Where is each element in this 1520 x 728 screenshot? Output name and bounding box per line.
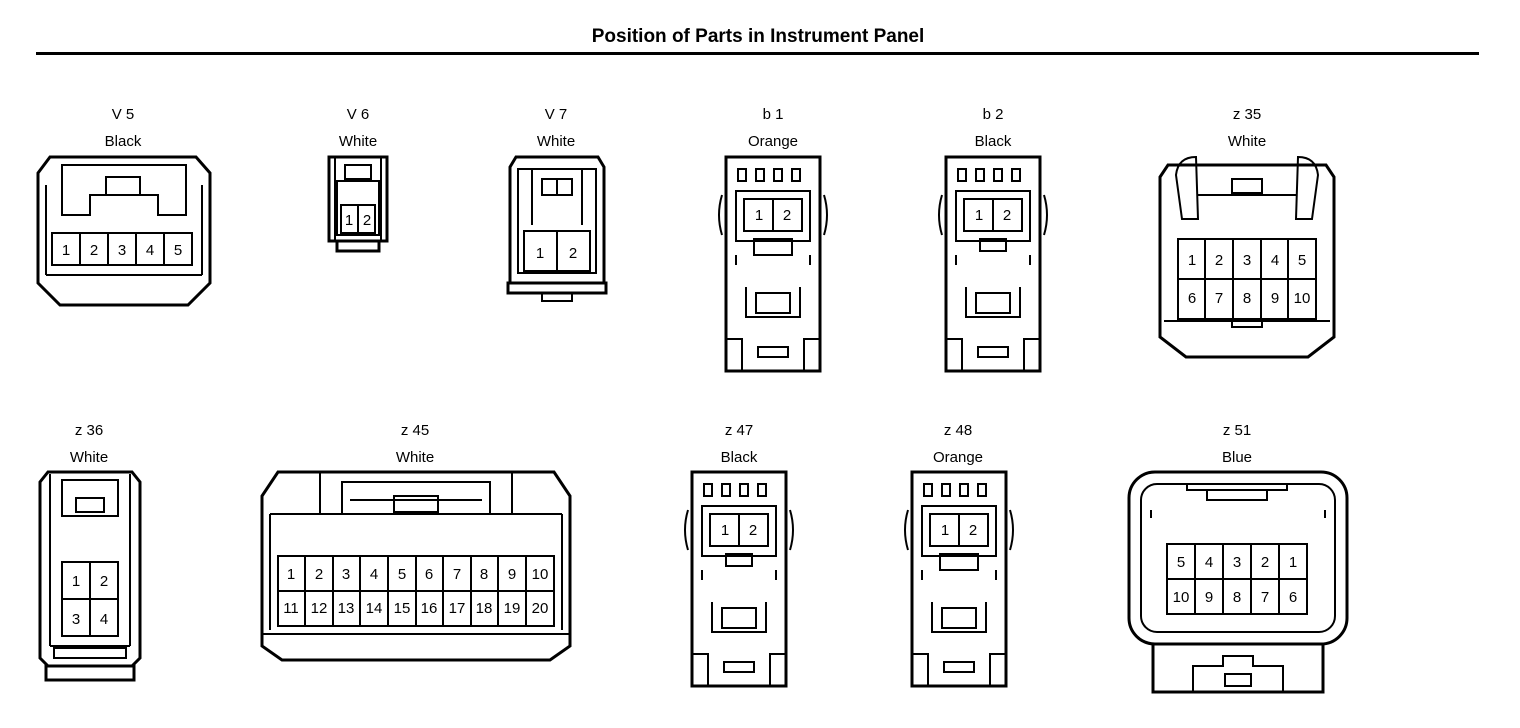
connector-v5-diagram: 1 2 3 4 5 <box>36 155 212 307</box>
pin-label: 3 <box>72 611 80 628</box>
pin-label: 1 <box>345 212 353 229</box>
pin-label: 2 <box>969 522 977 539</box>
connector-color: White <box>395 449 435 466</box>
connector-z47-diagram: 1 2 <box>684 470 794 688</box>
pin-label: 8 <box>1233 589 1241 606</box>
pin-label: 2 <box>1215 252 1223 269</box>
pin-label: 3 <box>342 566 350 583</box>
connector-color: White <box>69 449 109 466</box>
connector-color: Black <box>104 133 142 150</box>
pin-label: 19 <box>504 600 521 617</box>
pin-label: 1 <box>755 207 763 224</box>
pin-label: 5 <box>1298 252 1306 269</box>
connector-v6-diagram: 1 2 <box>327 155 389 253</box>
connector-id: b 1 <box>762 106 784 123</box>
pin-label: 9 <box>1205 589 1213 606</box>
pin-label: 2 <box>100 573 108 590</box>
pin-label: 8 <box>480 566 488 583</box>
pin-label: 2 <box>363 212 371 229</box>
connector-id: z 36 <box>74 422 104 439</box>
pin-label: 5 <box>1177 554 1185 571</box>
pin-label: 2 <box>1003 207 1011 224</box>
connector-id: b 2 <box>982 106 1004 123</box>
connector-id: z 47 <box>724 422 754 439</box>
connector-color: Orange <box>747 133 799 150</box>
connector-z45-diagram: 1 2 3 4 5 6 7 8 9 10 11 12 13 14 15 16 1… <box>260 470 572 662</box>
pin-label: 4 <box>100 611 108 628</box>
connector-b2-diagram: 1 2 <box>938 155 1048 373</box>
connector-id: z 45 <box>400 422 430 439</box>
pin-label: 4 <box>1205 554 1213 571</box>
pin-label: 1 <box>536 245 544 262</box>
pin-label: 7 <box>1261 589 1269 606</box>
pin-label: 4 <box>370 566 378 583</box>
connector-color: Black <box>720 449 758 466</box>
pin-label: 5 <box>174 242 182 259</box>
pin-label: 17 <box>449 600 466 617</box>
connector-color: Black <box>974 133 1012 150</box>
connector-color: White <box>338 133 378 150</box>
pin-label: 7 <box>1215 290 1223 307</box>
pin-label: 2 <box>315 566 323 583</box>
pin-label: 1 <box>721 522 729 539</box>
pin-label: 3 <box>1243 252 1251 269</box>
pin-label: 6 <box>1289 589 1297 606</box>
pin-label: 5 <box>398 566 406 583</box>
pin-label: 2 <box>783 207 791 224</box>
pin-label: 12 <box>311 600 328 617</box>
connector-color: Blue <box>1221 449 1253 466</box>
connector-id: V 6 <box>346 106 370 123</box>
connector-id: z 48 <box>943 422 973 439</box>
connector-color: White <box>536 133 576 150</box>
pin-label: 6 <box>425 566 433 583</box>
connector-z36-diagram: 1 2 3 4 <box>38 470 142 682</box>
pin-label: 2 <box>90 242 98 259</box>
pin-label: 2 <box>569 245 577 262</box>
pin-label: 1 <box>72 573 80 590</box>
pin-label: 2 <box>749 522 757 539</box>
pin-label: 9 <box>508 566 516 583</box>
pin-label: 1 <box>287 566 295 583</box>
pin-label: 8 <box>1243 290 1251 307</box>
pin-label: 3 <box>1233 554 1241 571</box>
pin-label: 7 <box>453 566 461 583</box>
pin-label: 6 <box>1188 290 1196 307</box>
pin-label: 4 <box>1271 252 1279 269</box>
pin-label: 2 <box>1261 554 1269 571</box>
pin-label: 1 <box>941 522 949 539</box>
connector-z35-diagram: 1 2 3 4 5 6 7 8 9 10 <box>1158 155 1336 359</box>
pin-label: 1 <box>62 242 70 259</box>
pin-label: 10 <box>1173 589 1190 606</box>
pin-label: 13 <box>338 600 355 617</box>
connector-id: V 5 <box>111 106 135 123</box>
pin-label: 11 <box>283 600 299 617</box>
connector-z51-diagram: 5 4 3 2 1 10 9 8 7 6 <box>1127 470 1349 694</box>
connector-color: White <box>1227 133 1267 150</box>
pin-label: 3 <box>118 242 126 259</box>
connector-id: z 35 <box>1232 106 1262 123</box>
pin-label: 9 <box>1271 290 1279 307</box>
connector-color: Orange <box>932 449 984 466</box>
connector-b1-diagram: 1 2 <box>718 155 828 373</box>
connector-id: z 51 <box>1222 422 1252 439</box>
connector-id: V 7 <box>544 106 568 123</box>
pin-label: 10 <box>532 566 549 583</box>
pin-label: 4 <box>146 242 154 259</box>
pin-label: 15 <box>394 600 411 617</box>
pin-label: 1 <box>1289 554 1297 571</box>
pin-label: 18 <box>476 600 493 617</box>
pin-label: 14 <box>366 600 383 617</box>
connector-v7-diagram: 1 2 <box>506 155 608 302</box>
pin-label: 10 <box>1294 290 1311 307</box>
page-title: Position of Parts in Instrument Panel <box>591 26 925 47</box>
pin-label: 16 <box>421 600 438 617</box>
pin-label: 1 <box>1188 252 1196 269</box>
connector-z48-diagram: 1 2 <box>904 470 1014 688</box>
pin-label: 20 <box>532 600 549 617</box>
title-underline <box>36 52 1479 55</box>
pin-label: 1 <box>975 207 983 224</box>
